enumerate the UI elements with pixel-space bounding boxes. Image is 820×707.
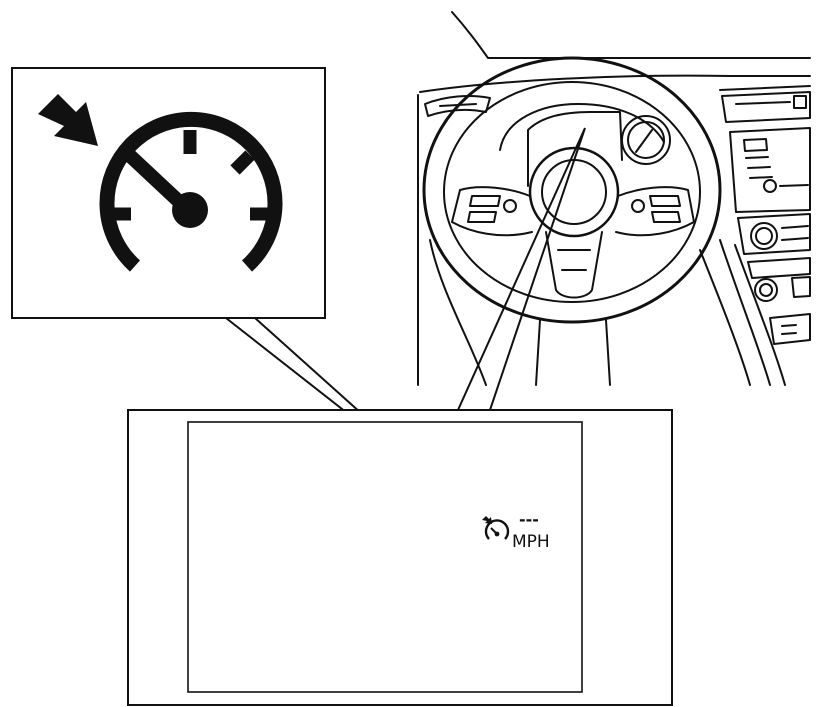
icon-callout-box: [11, 67, 326, 319]
dashboard-illustration: [417, 11, 811, 386]
speed-placeholder: ---: [519, 510, 539, 529]
arrow-pointer-icon: [38, 94, 98, 146]
cruise-control-indicator-icon: [482, 516, 510, 540]
display-box: --- MPH: [127, 409, 673, 706]
speed-unit-label: MPH: [512, 532, 550, 552]
cruise-control-speedometer-icon: [99, 111, 283, 272]
display-callout-pointer: [457, 127, 586, 411]
